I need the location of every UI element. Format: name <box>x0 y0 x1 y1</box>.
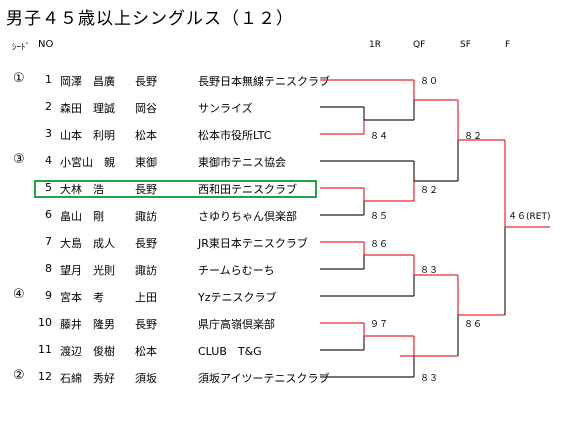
highlight-box <box>34 180 317 198</box>
player-club: Yzテニスクラブ <box>198 291 277 304</box>
player-city: 長野 <box>135 183 157 196</box>
player-number: 5 <box>45 181 52 194</box>
player-city: 東御 <box>135 156 157 169</box>
player-club: 松本市役所LTC <box>198 129 272 142</box>
seed-mark: ④ <box>13 287 25 302</box>
score-sf1: ８２ <box>464 132 483 142</box>
player-club: チームらむーち <box>198 264 275 277</box>
player-name: 畠山 剛 <box>60 210 104 223</box>
player-club: 県庁高嶺倶楽部 <box>198 318 275 331</box>
player-city: 上田 <box>135 291 157 304</box>
score-qf4: ８３ <box>420 374 439 384</box>
player-row: 8 望月 光則 諏訪 チームらむーち <box>0 261 330 277</box>
player-row: 7 大島 成人 長野 JR東日本テニスクラブ <box>0 234 330 250</box>
player-name: 大林 浩 <box>60 183 104 196</box>
player-city: 諏訪 <box>135 210 157 223</box>
player-row: 11 渡辺 俊樹 松本 CLUB T&G <box>0 342 330 358</box>
player-row: ① 1 岡澤 昌廣 長野 長野日本無線テニスクラブ <box>0 71 330 88</box>
score-qf2: ８２ <box>420 186 439 196</box>
score-qf3: ８３ <box>420 266 439 276</box>
player-club: 須坂アイツーテニスクラブ <box>198 372 330 385</box>
player-row: ④ 9 宮本 考 上田 Yzテニスクラブ <box>0 287 330 304</box>
player-row: ② 12 石綿 秀好 須坂 須坂アイツーテニスクラブ <box>0 368 330 385</box>
score-r1d: ９７ <box>370 320 389 330</box>
player-name: 渡辺 俊樹 <box>60 345 115 358</box>
score-r1c: ８６ <box>370 240 389 250</box>
player-number: 6 <box>45 208 52 221</box>
header-seed: ｼｰﾄﾞ <box>12 43 31 53</box>
player-city: 長野 <box>135 318 157 331</box>
player-club: サンライズ <box>198 102 253 115</box>
player-row: 3 山本 利明 松本 松本市役所LTC <box>0 126 330 142</box>
player-number: 7 <box>45 235 52 248</box>
player-number: 2 <box>45 100 52 113</box>
seed-mark: ③ <box>13 152 25 167</box>
player-number: 4 <box>45 154 52 167</box>
seed-mark: ② <box>13 368 25 383</box>
header-final: F <box>505 40 511 50</box>
player-name: 森田 理誠 <box>60 102 115 115</box>
score-qf1: ８０ <box>420 77 439 87</box>
header-1r: 1R <box>369 40 381 50</box>
player-row: 10 藤井 隆男 長野 県庁高嶺倶楽部 <box>0 315 330 331</box>
player-city: 諏訪 <box>135 264 157 277</box>
player-number: 12 <box>38 370 52 383</box>
score-sf2: ８６ <box>464 320 483 330</box>
header-no: NO <box>38 39 54 50</box>
player-club: JR東日本テニスクラブ <box>198 237 308 250</box>
player-club: CLUB T&G <box>198 345 262 358</box>
header-sf: SF <box>460 40 471 50</box>
player-name: 山本 利明 <box>60 129 115 142</box>
player-number: 1 <box>45 73 52 86</box>
player-number: 11 <box>38 343 52 356</box>
player-city: 長野 <box>135 75 157 88</box>
score-final: ４６(RET) <box>508 212 551 222</box>
player-club: 長野日本無線テニスクラブ <box>198 75 330 88</box>
player-name: 大島 成人 <box>60 237 115 250</box>
player-club: さゆりちゃん倶楽部 <box>198 210 297 223</box>
player-row: 6 畠山 剛 諏訪 さゆりちゃん倶楽部 <box>0 207 330 223</box>
score-r1a: ８４ <box>370 132 389 142</box>
player-number: 8 <box>45 262 52 275</box>
player-number: 9 <box>45 289 52 302</box>
player-name: 石綿 秀好 <box>60 372 115 385</box>
player-name: 望月 光則 <box>60 264 115 277</box>
score-r1b: ８５ <box>370 212 389 222</box>
player-name: 岡澤 昌廣 <box>60 75 115 88</box>
player-name: 宮本 考 <box>60 291 104 304</box>
player-number: 10 <box>38 316 52 329</box>
header-qf: QF <box>413 40 426 50</box>
player-row: ③ 4 小宮山 親 東御 東御市テニス協会 <box>0 152 330 169</box>
page-title: 男子４５歳以上シングルス（１２） <box>6 9 294 29</box>
player-name: 藤井 隆男 <box>60 318 115 331</box>
player-city: 松本 <box>135 129 157 142</box>
player-club: 西和田テニスクラブ <box>198 183 297 196</box>
player-club: 東御市テニス協会 <box>198 156 286 169</box>
player-city: 須坂 <box>135 372 157 385</box>
player-city: 岡谷 <box>135 102 157 115</box>
player-city: 長野 <box>135 237 157 250</box>
player-row: 2 森田 理誠 岡谷 サンライズ <box>0 99 330 115</box>
player-name: 小宮山 親 <box>60 156 115 169</box>
player-city: 松本 <box>135 345 157 358</box>
seed-mark: ① <box>13 71 25 86</box>
player-number: 3 <box>45 127 52 140</box>
player-row: 5 大林 浩 長野 西和田テニスクラブ <box>0 180 330 196</box>
